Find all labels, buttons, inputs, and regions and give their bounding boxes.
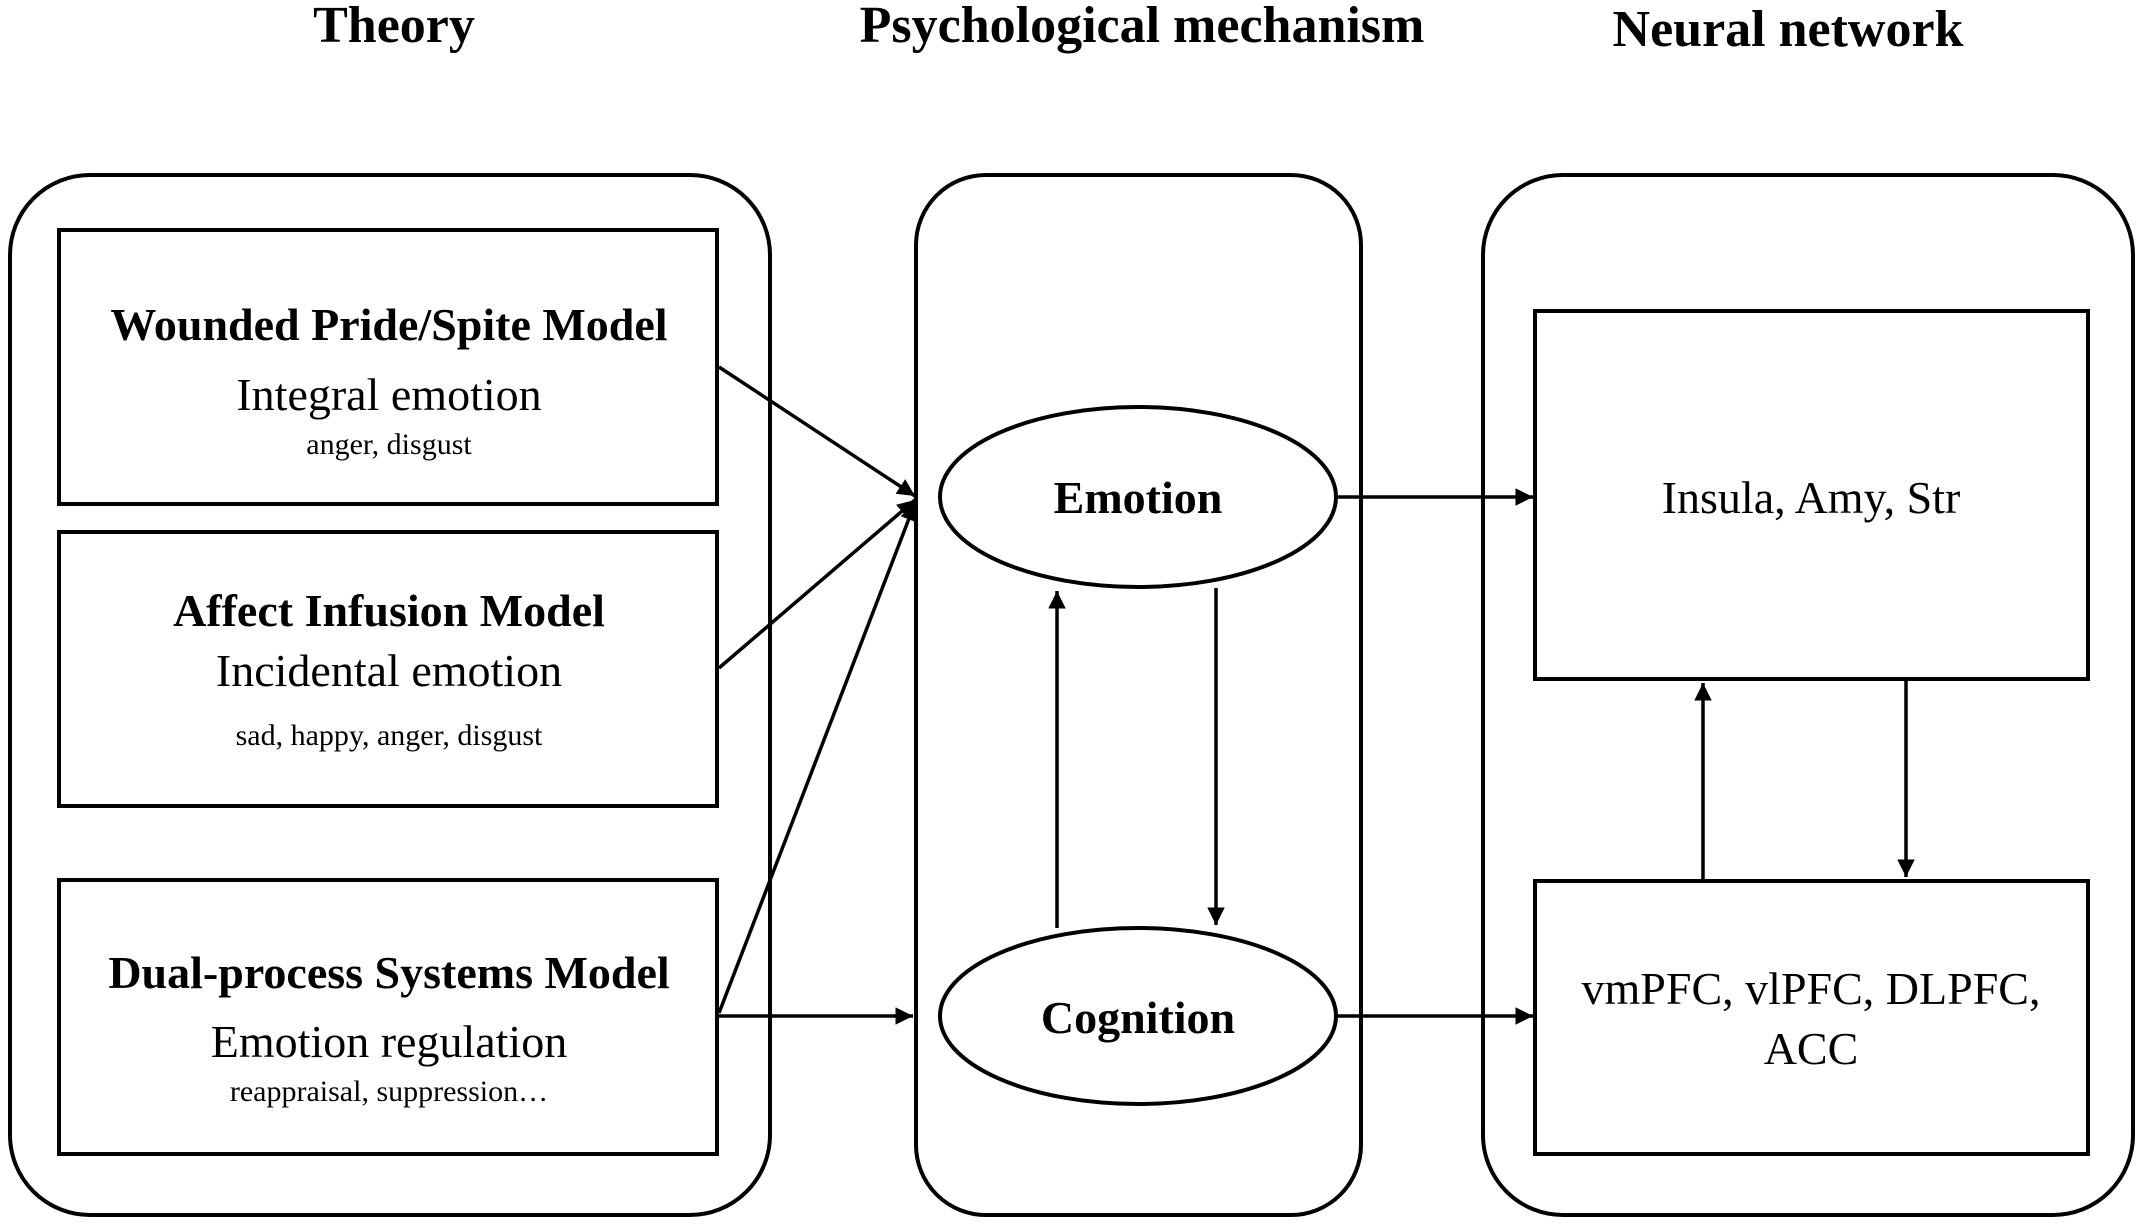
header-theory: Theory bbox=[313, 0, 475, 54]
emotion-label: Emotion bbox=[1054, 472, 1223, 523]
theory-subtitle: Emotion regulation bbox=[211, 1016, 567, 1067]
theory-examples: reappraisal, suppression… bbox=[230, 1075, 548, 1108]
theory-subtitle: Incidental emotion bbox=[216, 645, 562, 696]
theory-title: Wounded Pride/Spite Model bbox=[110, 299, 667, 350]
theory-box-affect-infusion: Affect Infusion Model Incidental emotion… bbox=[57, 530, 719, 808]
network-frame bbox=[1481, 173, 2135, 1217]
theory-title: Dual-process Systems Model bbox=[108, 947, 669, 998]
emotion-regions-label: Insula, Amy, Str bbox=[1662, 472, 1961, 523]
theory-box-dual-process: Dual-process Systems Model Emotion regul… bbox=[57, 878, 719, 1156]
arrow-affect-infusion-to-emotion bbox=[717, 498, 917, 670]
arrow-dual-process-to-emotion bbox=[717, 502, 917, 1014]
theory-title: Affect Infusion Model bbox=[173, 585, 605, 636]
emotion-regions-box: Insula, Amy, Str bbox=[1533, 309, 2090, 681]
theory-examples: sad, happy, anger, disgust bbox=[236, 719, 543, 752]
theory-examples: anger, disgust bbox=[306, 428, 472, 461]
cognition-regions-box: vmPFC, vlPFC, DLPFC, ACC bbox=[1533, 879, 2090, 1156]
theory-subtitle: Integral emotion bbox=[236, 369, 541, 420]
cognition-node: Cognition bbox=[938, 926, 1338, 1106]
cognition-regions-line1: vmPFC, vlPFC, DLPFC, bbox=[1582, 963, 2041, 1014]
theory-frame bbox=[8, 173, 772, 1217]
emotion-node: Emotion bbox=[938, 405, 1338, 589]
header-neural-network: Neural network bbox=[1613, 1, 1964, 58]
header-psychological-mechanism: Psychological mechanism bbox=[860, 0, 1425, 54]
cognition-regions-line2: ACC bbox=[1764, 1023, 1859, 1074]
mechanism-frame bbox=[914, 173, 1363, 1217]
arrow-wounded-pride-to-emotion bbox=[718, 365, 916, 498]
theory-box-wounded-pride: Wounded Pride/Spite Model Integral emoti… bbox=[57, 228, 719, 506]
cognition-label: Cognition bbox=[1041, 992, 1235, 1043]
